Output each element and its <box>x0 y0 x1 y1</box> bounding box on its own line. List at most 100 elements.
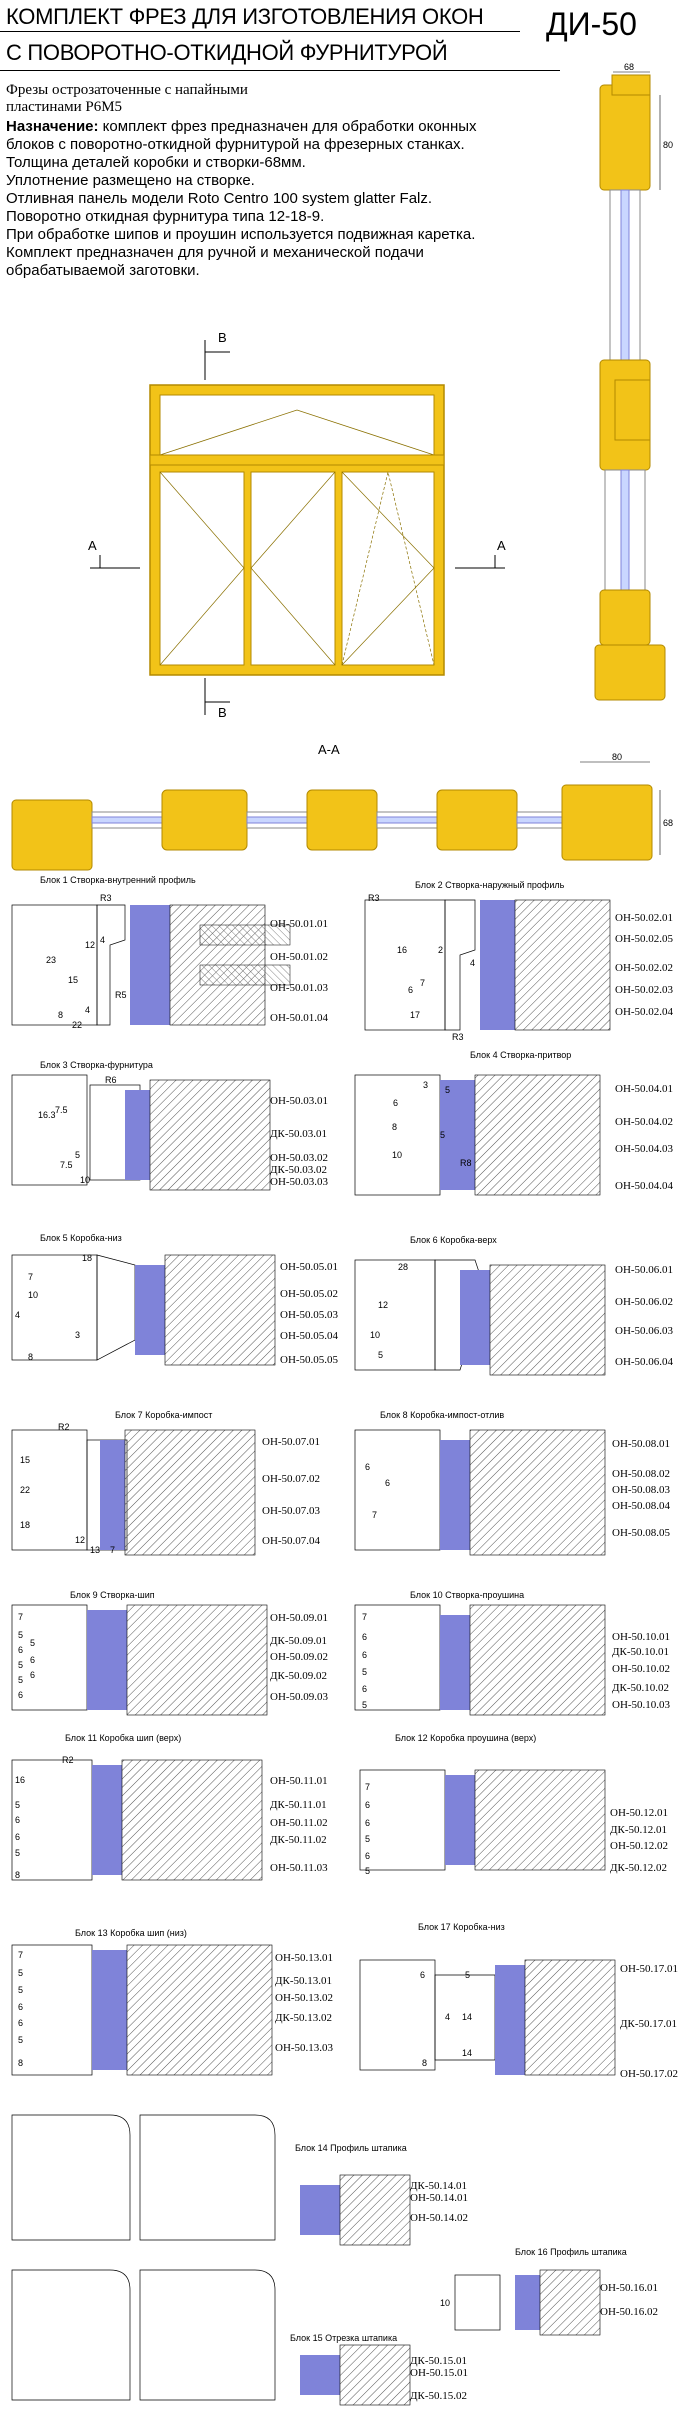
bead-profile-sections <box>11 2114 276 2401</box>
dim-68-top: 68 <box>624 62 635 72</box>
part-number: ОН-50.05.01 <box>280 1261 339 1273</box>
dim-label: 7 <box>110 1545 116 1555</box>
description-line8: Комплект предназначен для ручной и механ… <box>6 244 424 261</box>
dim-label: R3 <box>452 1032 464 1042</box>
dim-label: 8 <box>58 1010 64 1020</box>
dim-label: 8 <box>28 1352 34 1362</box>
part-number: ОН-50.12.02 <box>610 1840 669 1852</box>
part-number: ДК-50.03.01 <box>270 1128 328 1140</box>
dim-label: 2 <box>438 945 444 955</box>
block-3-title: Блок 3 Створка-фурнитура <box>40 1060 153 1070</box>
part-number: ОН-50.16.02 <box>600 2306 659 2318</box>
dim-label: R2 <box>62 1755 74 1765</box>
part-number: ОН-50.04.04 <box>615 1180 674 1192</box>
title-underline-2 <box>0 70 560 71</box>
part-number: ОН-50.10.02 <box>612 1663 671 1675</box>
part-number: ОН-50.11.03 <box>270 1862 328 1874</box>
part-number: ОН-50.07.01 <box>262 1436 321 1448</box>
part-number: ОН-50.05.03 <box>280 1309 339 1321</box>
dim-label: 15 <box>20 1455 31 1465</box>
dim-label: 6 <box>365 1800 371 1810</box>
dim-label: 4 <box>85 1005 91 1015</box>
part-number: ОН-50.07.03 <box>262 1505 321 1517</box>
dim-label: R5 <box>115 990 127 1000</box>
dim-label: 8 <box>422 2058 428 2068</box>
dim-label: 5 <box>378 1350 384 1360</box>
dim-label: 5 <box>18 1985 24 1995</box>
description-line4: Уплотнение размещено на створке. <box>6 172 255 189</box>
dim-label: 5 <box>465 1970 471 1980</box>
description: Назначение: комплект фрез предназначен д… <box>6 118 596 280</box>
dim-label: 7.5 <box>55 1105 68 1115</box>
dim-label: 4 <box>15 1310 21 1320</box>
dim-label: 6 <box>393 1098 399 1108</box>
part-number: ОН-50.06.01 <box>615 1264 674 1276</box>
dim-label: 8 <box>392 1122 398 1132</box>
block-8-title: Блок 8 Коробка-импост-отлив <box>380 1410 505 1420</box>
part-number: ДК-50.14.01 <box>410 2180 468 2192</box>
part-number: ДК-50.03.02 <box>270 1164 328 1176</box>
dim-label: 5 <box>18 1630 24 1640</box>
dim-label: 14 <box>462 2048 473 2058</box>
block-7-title: Блок 7 Коробка-импост <box>115 1410 213 1420</box>
part-number: ОН-50.13.03 <box>275 2042 334 2054</box>
dim-label: 18 <box>82 1253 93 1263</box>
dim-label: 22 <box>20 1485 31 1495</box>
section-b-bottom-label: B <box>218 705 227 720</box>
description-line2: блоков с поворотно-откидной фурнитурой н… <box>6 136 465 153</box>
dim-label: 10 <box>370 1330 381 1340</box>
section-a-right-label: A <box>497 538 506 553</box>
dim-label: 15 <box>68 975 79 985</box>
part-number: ОН-50.07.04 <box>262 1535 321 1547</box>
horizontal-section-aa <box>11 761 661 871</box>
dim-label: 7.5 <box>60 1160 73 1170</box>
part-number: ОН-50.02.04 <box>615 1006 674 1018</box>
dim-label: 3 <box>75 1330 81 1340</box>
part-number: ДК-50.12.01 <box>610 1824 668 1836</box>
block-11-drawing <box>11 1759 263 1881</box>
part-number: ОН-50.03.03 <box>270 1176 329 1188</box>
dim-label: 7 <box>18 1612 24 1622</box>
part-number: ОН-50.10.01 <box>612 1631 671 1643</box>
part-number: ОН-50.03.02 <box>270 1152 329 1164</box>
block-9-drawing <box>11 1604 268 1716</box>
block-1-title: Блок 1 Створка-внутренний профиль <box>40 875 196 885</box>
block-12-title: Блок 12 Коробка проушина (верх) <box>395 1733 537 1743</box>
part-number: ДК-50.13.01 <box>275 1975 333 1987</box>
product-code: ДИ-50 <box>546 6 637 42</box>
dim-label: 5 <box>18 1968 24 1978</box>
block-6-drawing <box>354 1259 606 1376</box>
vertical-section-profile <box>594 71 666 701</box>
dim-label: 17 <box>410 1010 421 1020</box>
dim-label: 6 <box>362 1632 368 1642</box>
part-number: ОН-50.08.01 <box>612 1438 671 1450</box>
part-number: ОН-50.02.02 <box>615 962 674 974</box>
dim-label: 6 <box>15 1815 21 1825</box>
dim-label: 5 <box>75 1150 81 1160</box>
dim-label: 5 <box>362 1667 368 1677</box>
part-number: ОН-50.09.02 <box>270 1651 329 1663</box>
description-heading: Назначение: <box>6 118 99 135</box>
dim-label: 12 <box>85 940 96 950</box>
dim-label: 4 <box>470 958 476 968</box>
block-5-title: Блок 5 Коробка-низ <box>40 1233 122 1243</box>
block-12-drawing <box>359 1769 606 1871</box>
block-17-drawing <box>359 1959 616 2076</box>
dim-label: 10 <box>28 1290 39 1300</box>
dim-label: 6 <box>385 1478 391 1488</box>
part-number: ДК-50.10.01 <box>612 1646 670 1658</box>
block-14-title: Блок 14 Профиль штапика <box>295 2143 407 2153</box>
part-number: ОН-50.05.05 <box>280 1354 339 1366</box>
part-number: ОН-50.08.03 <box>612 1484 671 1496</box>
part-number: ОН-50.13.02 <box>275 1992 334 2004</box>
part-number: ОН-50.12.01 <box>610 1807 669 1819</box>
block-11-title: Блок 11 Коробка шип (верх) <box>65 1733 182 1743</box>
part-number: ДК-50.11.02 <box>270 1834 327 1846</box>
part-number: ОН-50.08.02 <box>612 1468 671 1480</box>
dim-label: 6 <box>365 1462 371 1472</box>
part-number: ДК-50.09.01 <box>270 1635 328 1647</box>
dim-label: 6 <box>15 1832 21 1842</box>
part-number: ОН-50.17.02 <box>620 2068 679 2080</box>
part-number: ДК-50.15.01 <box>410 2355 468 2367</box>
